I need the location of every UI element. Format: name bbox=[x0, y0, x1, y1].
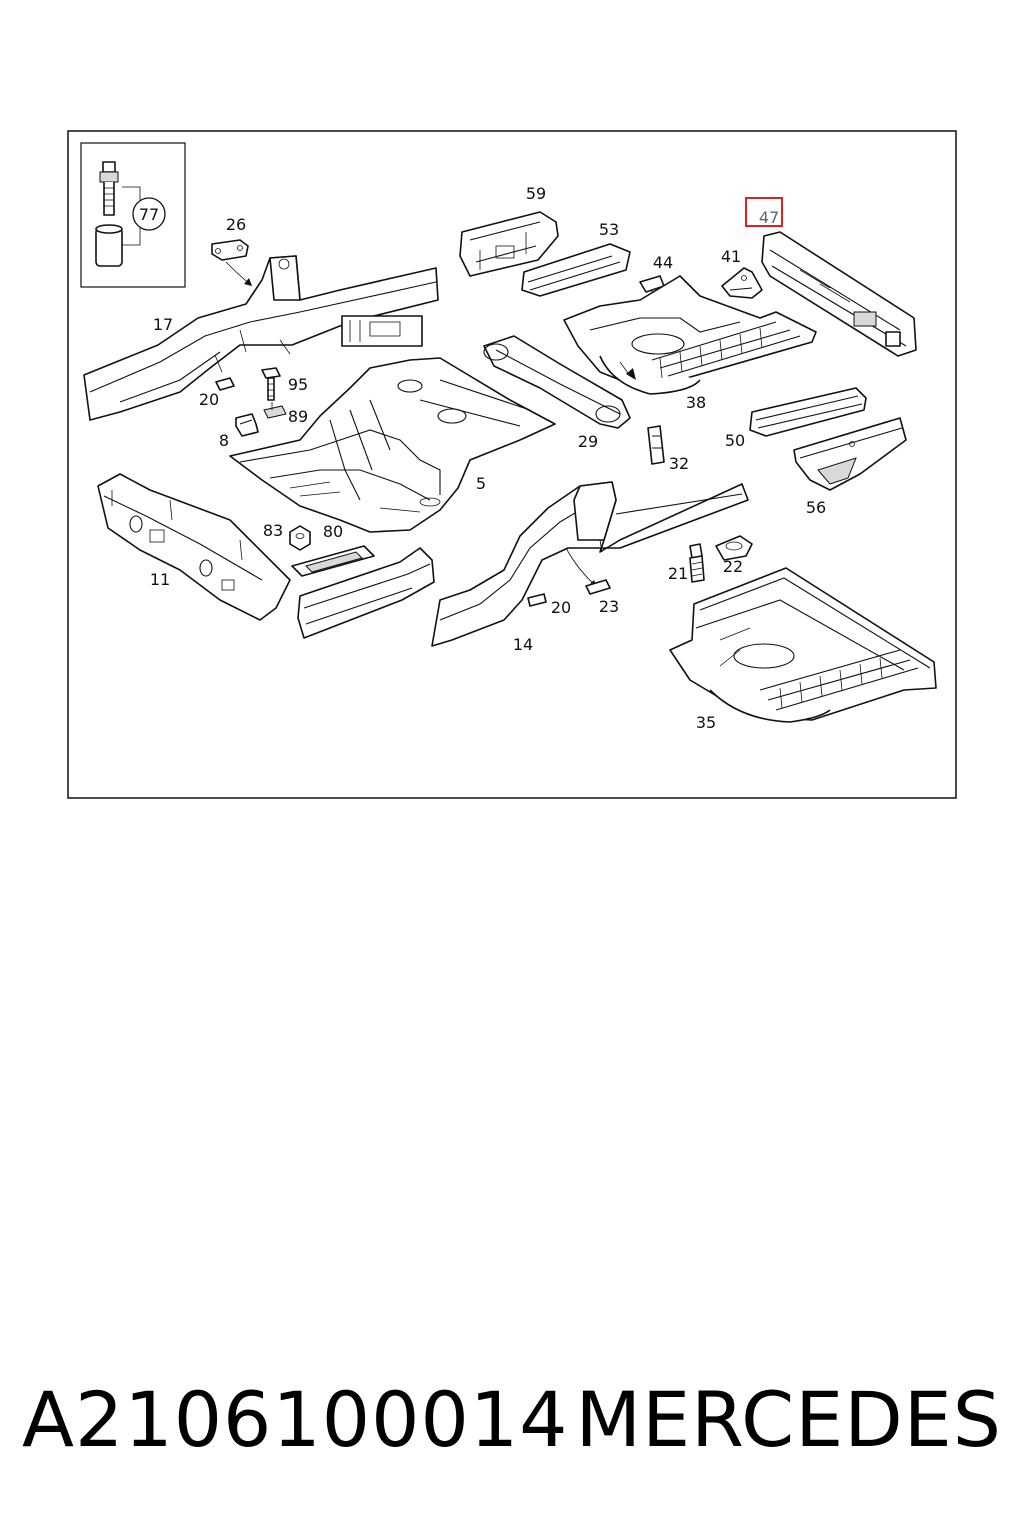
part-53-rail bbox=[521, 243, 631, 297]
part-59-panel bbox=[459, 211, 559, 277]
callout-circle-77 bbox=[132, 197, 166, 231]
part-rocker-lower bbox=[297, 547, 435, 639]
label-47: 47 bbox=[759, 208, 779, 227]
label-26: 26 bbox=[226, 215, 246, 234]
part-50-reinforcement bbox=[749, 387, 867, 437]
part-17-side-member bbox=[83, 255, 439, 421]
label-80: 80 bbox=[323, 522, 343, 541]
label-95: 95 bbox=[288, 375, 308, 394]
caption-bar: A2106100014 MERCEDES bbox=[0, 1365, 1024, 1475]
part-5-centre-floor bbox=[229, 357, 556, 533]
label-77: 77 bbox=[139, 205, 159, 224]
label-44: 44 bbox=[653, 253, 673, 272]
part-35-boot-floor bbox=[669, 567, 937, 723]
small-fasteners-left bbox=[215, 367, 287, 437]
label-32: 32 bbox=[669, 454, 689, 473]
label-35: 35 bbox=[696, 713, 716, 732]
small-fasteners-right bbox=[585, 535, 753, 595]
diagram-frame bbox=[67, 130, 957, 799]
label-50: 50 bbox=[725, 431, 745, 450]
label-22: 22 bbox=[723, 557, 743, 576]
part-83-nut bbox=[289, 525, 311, 551]
part-number: A2106100014 bbox=[22, 1375, 569, 1464]
highlight-box-47 bbox=[745, 197, 783, 227]
part-14-side-member bbox=[431, 481, 749, 647]
label-8: 8 bbox=[219, 431, 229, 450]
part-26-bracket bbox=[211, 239, 253, 287]
label-20-left: 20 bbox=[199, 390, 219, 409]
inset-box-77 bbox=[80, 142, 186, 288]
part-47-cross-member bbox=[761, 231, 917, 357]
part-80-plate bbox=[291, 545, 375, 577]
label-59: 59 bbox=[526, 184, 546, 203]
brand-name: MERCEDES bbox=[575, 1375, 1002, 1464]
part-41-bracket bbox=[721, 267, 763, 299]
label-14: 14 bbox=[513, 635, 533, 654]
parts-diagram: 77 26 17 20 95 89 8 59 53 44 41 47 38 29… bbox=[67, 130, 957, 799]
label-11: 11 bbox=[150, 570, 170, 589]
label-89: 89 bbox=[288, 407, 308, 426]
label-23: 23 bbox=[599, 597, 619, 616]
part-29-cross-beam bbox=[483, 335, 631, 429]
part-32-bracket bbox=[647, 425, 665, 465]
label-20-right: 20 bbox=[551, 598, 571, 617]
label-21: 21 bbox=[668, 564, 688, 583]
label-41: 41 bbox=[721, 247, 741, 266]
part-38-rear-floor bbox=[563, 275, 817, 395]
part-56-member bbox=[793, 417, 907, 491]
part-11-bulkhead bbox=[97, 473, 291, 621]
label-29: 29 bbox=[578, 432, 598, 451]
label-38: 38 bbox=[686, 393, 706, 412]
label-53: 53 bbox=[599, 220, 619, 239]
label-17: 17 bbox=[153, 315, 173, 334]
label-56: 56 bbox=[806, 498, 826, 517]
label-5: 5 bbox=[476, 474, 486, 493]
label-83: 83 bbox=[263, 521, 283, 540]
